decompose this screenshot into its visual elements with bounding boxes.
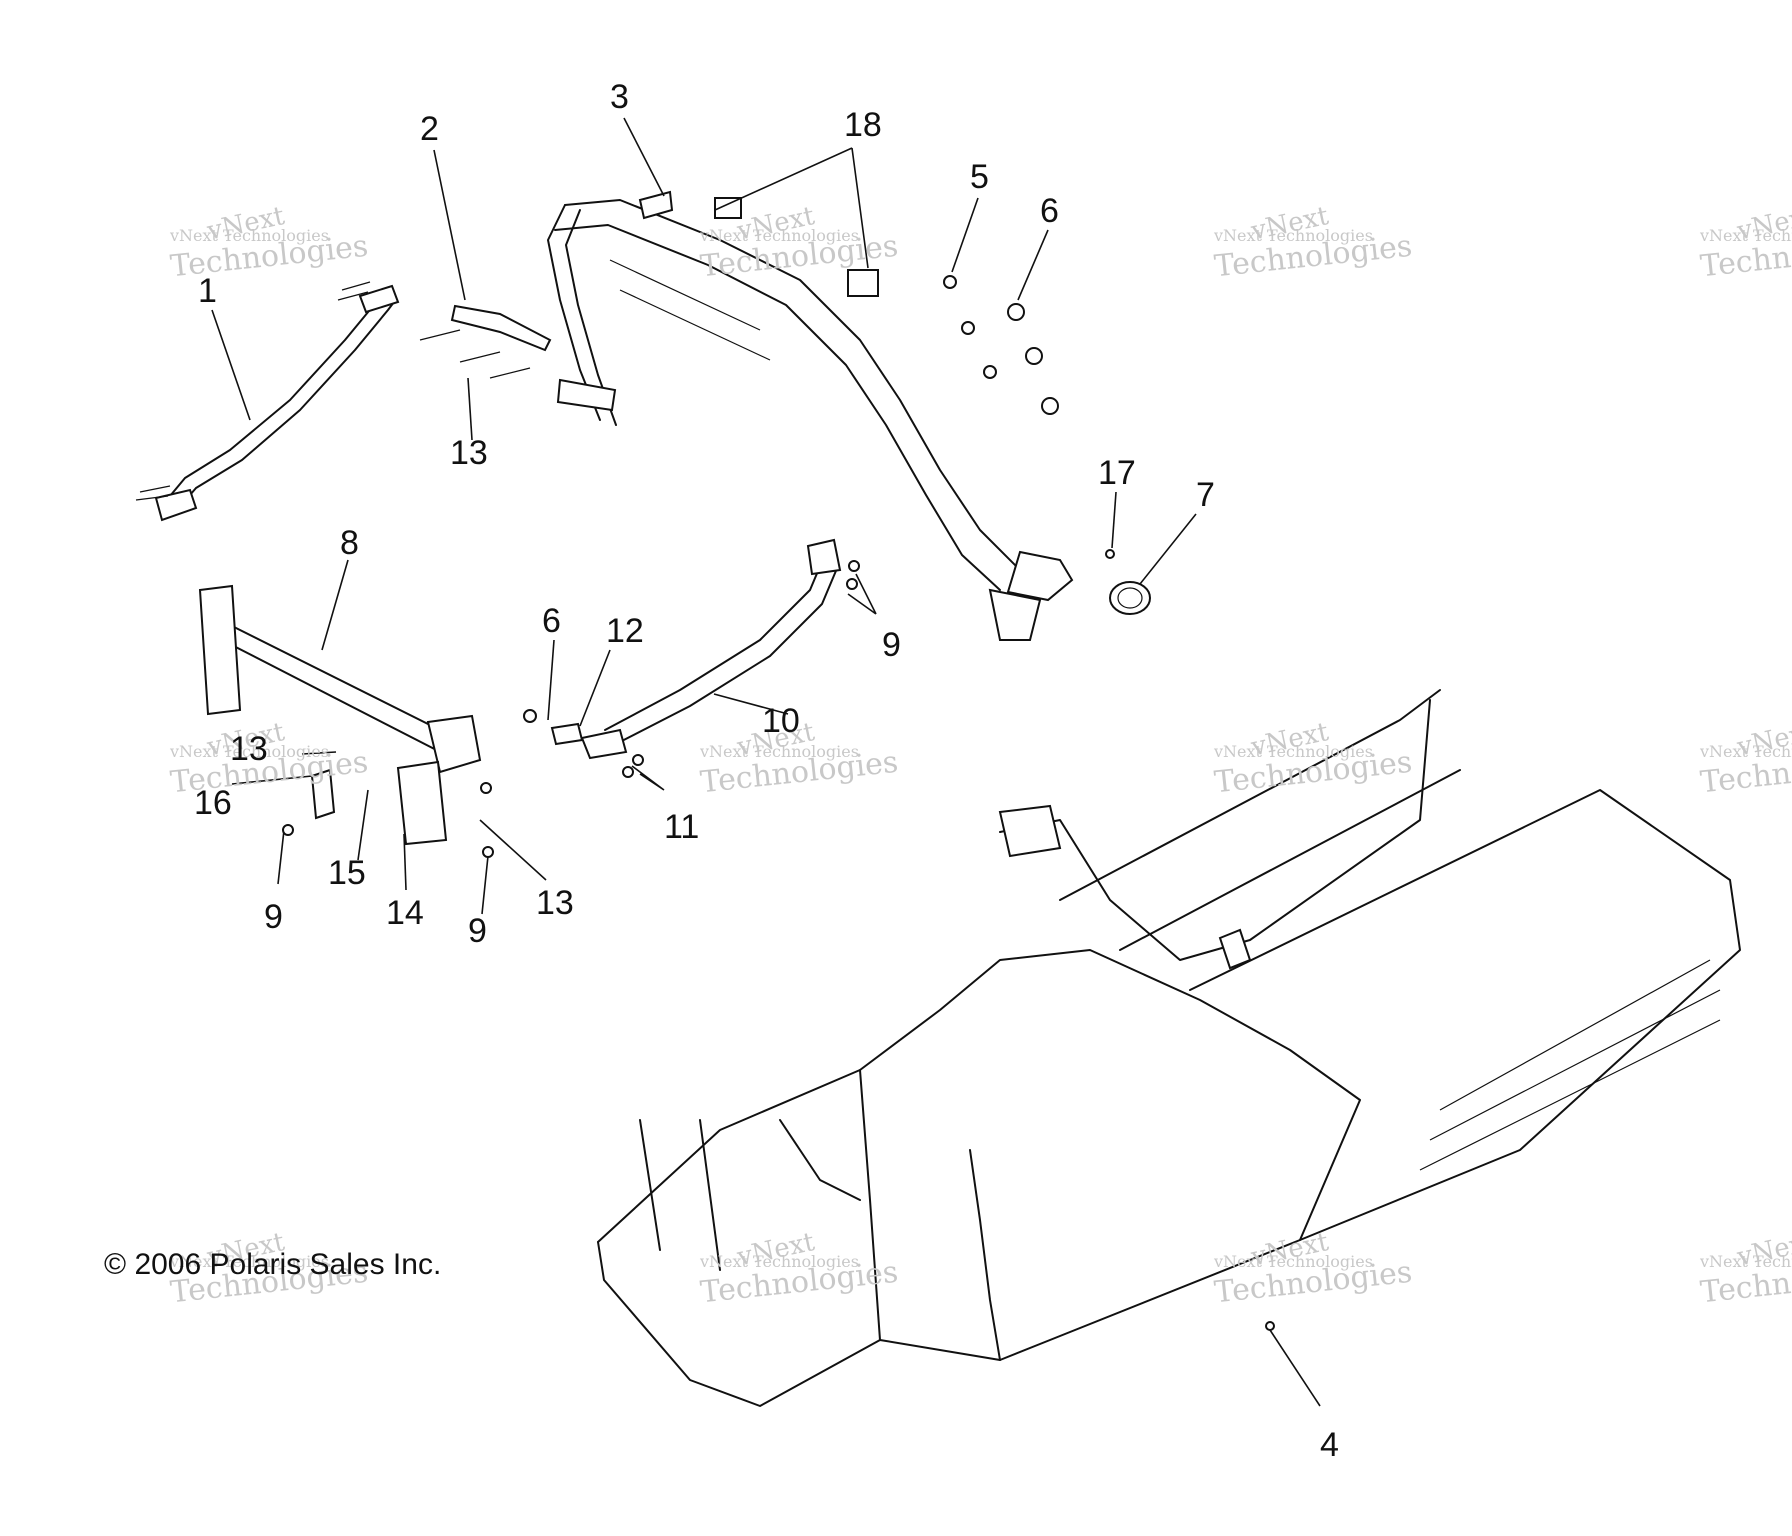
part-12-plate [550,722,584,746]
part-5-bolts [943,275,997,379]
part-6-nuts [1007,303,1059,415]
part-14-bracket [396,760,448,846]
callout-15: 15 [328,854,366,892]
part-16-bracket [310,768,336,820]
callout-17: 17 [1098,454,1136,492]
hardware [282,329,1275,1331]
callout-2: 2 [420,110,439,148]
part-3-frame-support [547,190,1074,641]
copyright-notice: © 2006 Polaris Sales Inc. [104,1248,442,1281]
part-4-chassis [597,689,1741,1407]
part-2-bracket [450,304,552,352]
callout-13: 13 [536,884,574,922]
callout-12: 12 [606,612,644,650]
part-10-tube [580,538,842,760]
callout-14: 14 [386,894,424,932]
callout-3: 3 [610,78,629,116]
part-18-pads [714,197,879,297]
callout-4: 4 [1320,1426,1339,1464]
callout-9: 9 [882,626,901,664]
callout-13: 13 [230,730,268,768]
part-17-clip [1105,549,1115,559]
callout-7: 7 [1196,476,1215,514]
callout-11: 11 [664,808,700,846]
leader-lines [211,117,1321,1407]
callout-13: 13 [450,434,488,472]
callout-8: 8 [340,524,359,562]
callout-18: 18 [844,106,882,144]
part-8-cross-tube [198,584,482,774]
callout-6: 6 [1040,192,1059,230]
callout-5: 5 [970,158,989,196]
callout-6: 6 [542,602,561,640]
callout-9: 9 [264,898,283,936]
part-1-brace [135,281,400,522]
callout-1: 1 [198,272,217,310]
callout-10: 10 [762,702,800,740]
callout-9: 9 [468,912,487,950]
callout-16: 16 [194,784,232,822]
part-7-cap [1109,581,1151,615]
